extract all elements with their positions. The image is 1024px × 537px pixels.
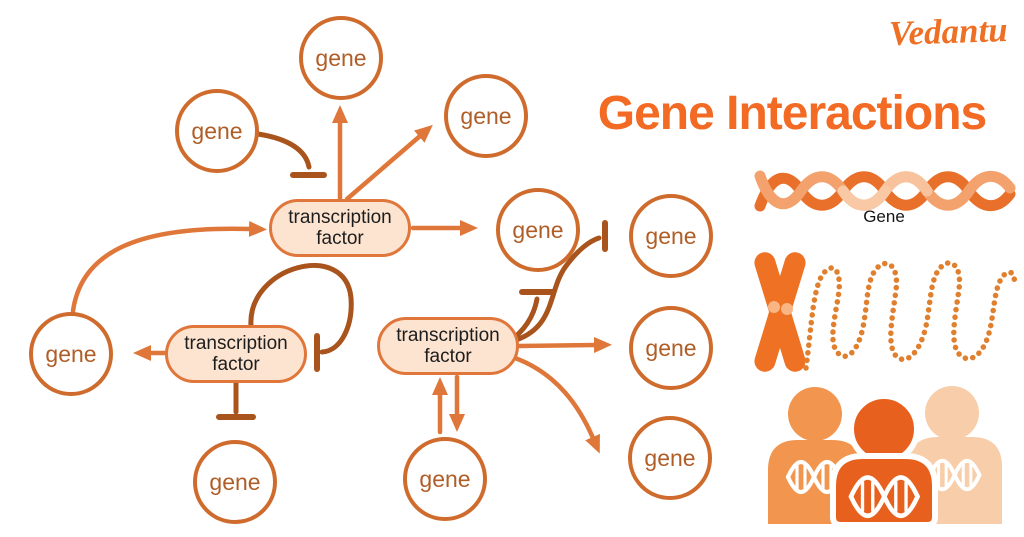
gene-node-right-bottom: gene (628, 416, 712, 500)
transcription-factor-node-3: transcription factor (377, 317, 519, 375)
gene-node-label: gene (45, 340, 97, 367)
arrow-gene-left-to-tf1 (70, 220, 267, 314)
transcription-factor-node-1: transcription factor (269, 199, 411, 257)
gene-node-bottom-mid: gene (403, 437, 487, 521)
tf-node-label: transcription factor (396, 324, 500, 367)
chromosome-illustration (754, 252, 806, 372)
gene-node-upper-right: gene (444, 74, 528, 158)
gene-node-label: gene (460, 102, 512, 129)
gene-node-right-top: gene (629, 194, 713, 278)
page-title: Gene Interactions (597, 87, 987, 140)
transcription-factor-node-2: transcription factor (165, 325, 307, 383)
gene-node-mid: gene (496, 188, 580, 272)
gene-node-label: gene (419, 465, 471, 492)
chromatin-fiber-illustration (803, 260, 1018, 371)
gene-node-label: gene (644, 444, 696, 471)
gene-node-label: gene (191, 117, 243, 144)
people-with-dna-illustration (768, 386, 1002, 528)
gene-node-right-mid: gene (629, 306, 713, 390)
gene-node-label: gene (315, 44, 367, 71)
arrow-tf1-to-gene-upper-right (344, 124, 433, 202)
dna-icon (848, 475, 920, 518)
arrow-tf3-to-gene-right-bottom (512, 355, 600, 454)
gene-node-top: gene (299, 16, 383, 100)
activation-arrows (70, 105, 612, 454)
gene-node-upper-left: gene (175, 89, 259, 173)
inhibit-tf3-to-gene-right-top (513, 235, 602, 343)
tf-node-label: transcription factor (184, 332, 288, 375)
arrow-tf3-to-gene-right-mid (516, 337, 612, 354)
gene-node-label: gene (209, 468, 261, 495)
dna-double-helix-illustration (754, 170, 1016, 212)
gene-node-bottom-left: gene (193, 440, 277, 524)
person-center (830, 393, 938, 528)
dna-helix-caption: Gene (863, 207, 905, 226)
gene-node-left: gene (29, 312, 113, 396)
tf-node-label: transcription factor (288, 206, 392, 249)
gene-node-label: gene (645, 222, 697, 249)
gene-node-label: gene (512, 216, 564, 243)
gene-node-label: gene (645, 334, 697, 361)
inhibit-tf2-self-loop (248, 263, 354, 355)
inhibit-gene-upper-left-to-tf1 (255, 131, 312, 170)
vedantu-logo: Vedantu (888, 9, 1009, 54)
